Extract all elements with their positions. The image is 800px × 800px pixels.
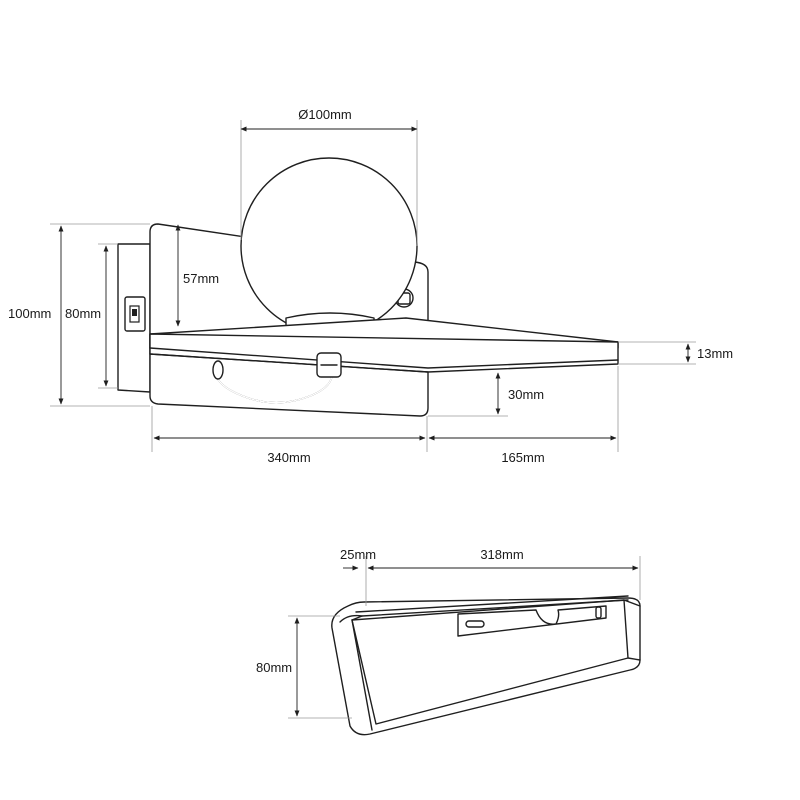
label-shelf-overhang: 165mm bbox=[501, 450, 544, 465]
globe-lamp-icon bbox=[240, 157, 418, 335]
tray-perspective-view: 25mm 318mm 80mm bbox=[256, 547, 641, 736]
label-globe-diameter: Ø100mm bbox=[298, 107, 351, 122]
wall-lamp-side-view: Ø100mm 57mm 100mm 80mm 13mm 30mm 340mm 1… bbox=[8, 107, 733, 465]
shelf-edge bbox=[149, 347, 619, 369]
label-globe-height: 57mm bbox=[183, 271, 219, 286]
label-shelf-gap: 30mm bbox=[508, 387, 544, 402]
label-total-height: 100mm bbox=[8, 306, 51, 321]
mounting-bracket bbox=[457, 605, 607, 637]
label-plate-height: 80mm bbox=[65, 306, 101, 321]
label-plate-width: 340mm bbox=[267, 450, 310, 465]
usb-port-icon bbox=[124, 296, 146, 332]
power-cable bbox=[212, 352, 342, 404]
label-tray-offset: 25mm bbox=[340, 547, 376, 562]
shelf-bottom-edge bbox=[149, 353, 429, 373]
label-tray-height: 80mm bbox=[256, 660, 292, 675]
label-shelf-thickness: 13mm bbox=[697, 346, 733, 361]
shelf-front bbox=[149, 333, 619, 373]
label-tray-length: 318mm bbox=[480, 547, 523, 562]
